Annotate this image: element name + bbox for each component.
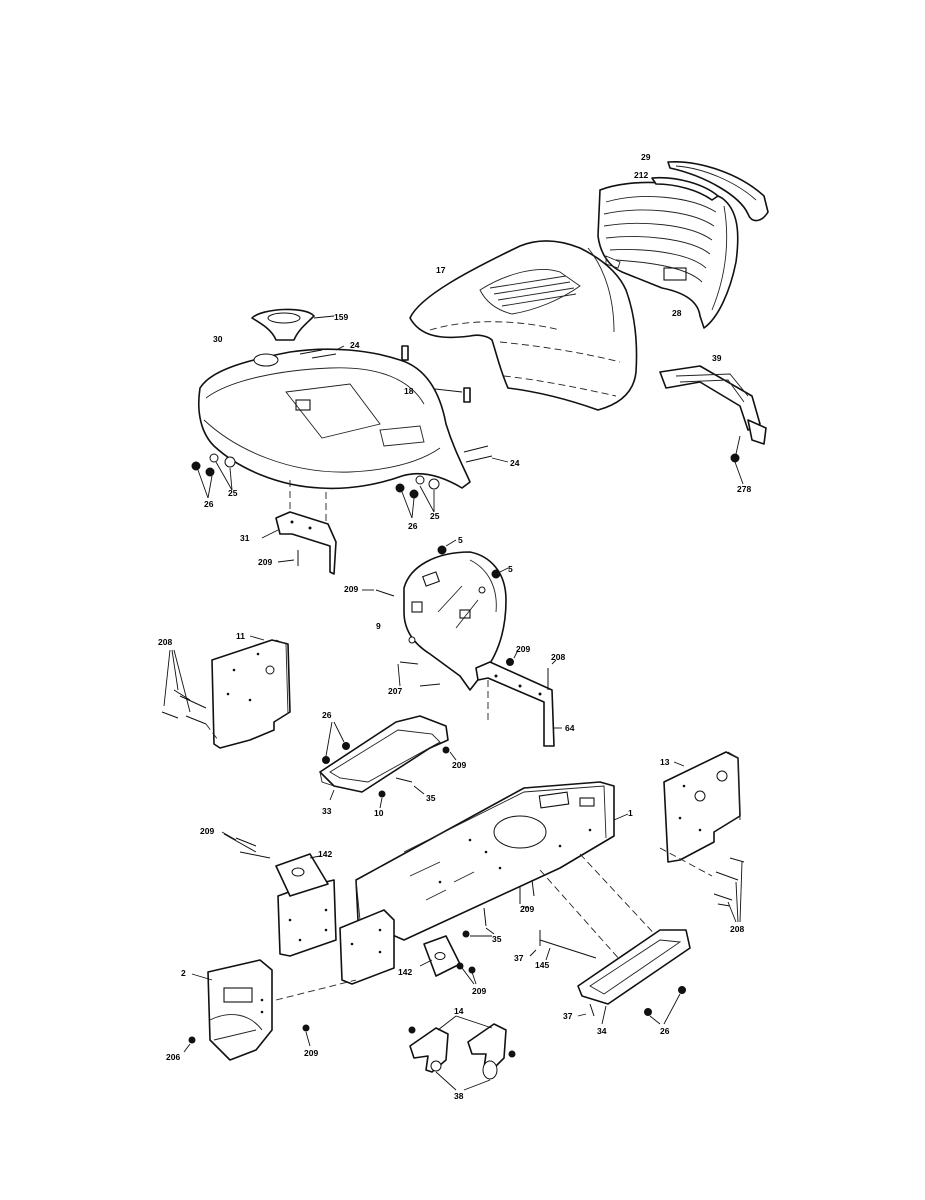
footrest-part-34	[577, 929, 691, 1025]
rod-145	[539, 939, 597, 961]
callout-34: 34	[597, 1026, 607, 1036]
side-panel-part-13	[663, 751, 741, 863]
callout-159: 159	[334, 312, 348, 322]
hardware-26-25-right	[395, 475, 440, 519]
callout-208-a: 208	[158, 637, 172, 647]
callout-1: 1	[628, 808, 633, 818]
bracket-part-64	[475, 661, 562, 747]
bolts-209-f	[519, 879, 535, 909]
callout-28: 28	[672, 308, 682, 318]
callout-64: 64	[565, 723, 575, 733]
callout-39: 39	[712, 353, 722, 363]
callout-labels: 29 212 17 28 159 24 30 18 39 24 278 26 2…	[158, 152, 751, 1101]
nut-209-c	[506, 649, 519, 666]
bolts-209-g	[456, 962, 477, 985]
bolt-209-h	[302, 1024, 311, 1047]
callout-25-b: 25	[430, 511, 440, 521]
callout-142-b: 142	[398, 967, 412, 977]
brackets-part-14-38	[408, 1015, 516, 1091]
callout-35-a: 35	[426, 793, 436, 803]
dash-support-part-9	[403, 551, 507, 691]
nut-5-b	[491, 567, 509, 579]
callout-35-b: 35	[492, 934, 502, 944]
hood-part-17	[409, 240, 638, 411]
callout-11: 11	[236, 631, 245, 641]
hood-grille-part-28	[597, 181, 739, 329]
callout-207: 207	[388, 686, 402, 696]
lens-part-29	[667, 161, 769, 222]
bracket-part-31	[261, 511, 337, 575]
callout-17: 17	[436, 265, 446, 275]
callout-26-b: 26	[408, 521, 418, 531]
bolts-35-b	[462, 907, 495, 938]
side-panel-part-11	[211, 635, 291, 749]
bolt-206	[183, 1036, 196, 1053]
callout-145: 145	[535, 960, 549, 970]
callout-13: 13	[660, 757, 670, 767]
callout-30: 30	[213, 334, 223, 344]
callout-209-d: 209	[452, 760, 466, 770]
callout-38: 38	[454, 1091, 464, 1101]
hardware-26-25-left	[191, 453, 236, 499]
bolts-208-c	[713, 857, 745, 923]
callout-208-c: 208	[730, 924, 744, 934]
callout-37-b: 37	[563, 1011, 573, 1021]
lens-part-212	[651, 176, 719, 201]
footrest-part-33	[319, 715, 457, 809]
callout-26-c: 26	[322, 710, 332, 720]
callout-209-g: 209	[472, 986, 486, 996]
bracket-part-39	[659, 365, 767, 445]
frame-part-1	[355, 781, 629, 941]
bolt-209-b	[362, 589, 395, 597]
callout-24-b: 24	[510, 458, 520, 468]
callout-10: 10	[374, 808, 384, 818]
callout-18: 18	[404, 386, 414, 396]
callout-5-b: 5	[508, 564, 513, 574]
fuel-cap-part-159	[251, 308, 335, 341]
bolt-208-b	[547, 659, 557, 690]
callout-25-a: 25	[228, 488, 238, 498]
callout-208-b: 208	[551, 652, 565, 662]
callout-31: 31	[240, 533, 250, 543]
bracket-part-142-b	[419, 935, 461, 977]
callout-142-a: 142	[318, 849, 332, 859]
callout-9: 9	[376, 621, 381, 631]
callout-2: 2	[181, 968, 186, 978]
callout-212: 212	[634, 170, 648, 180]
bracket-part-142-a	[275, 853, 329, 897]
callout-24-a: 24	[350, 340, 360, 350]
bolt-37-a	[529, 930, 541, 957]
callout-5-a: 5	[458, 535, 463, 545]
screws-24-right	[463, 445, 509, 463]
callout-33: 33	[322, 806, 332, 816]
callout-278: 278	[737, 484, 751, 494]
front-bracket-part-2	[191, 959, 273, 1061]
callout-209-a: 209	[258, 557, 272, 567]
callout-209-f: 209	[520, 904, 534, 914]
bolts-207	[397, 661, 441, 687]
callout-37-a: 37	[514, 953, 524, 963]
bolt-209-a	[277, 550, 299, 566]
callout-26-d: 26	[660, 1026, 670, 1036]
callout-26-a: 26	[204, 499, 214, 509]
callout-14: 14	[454, 1006, 464, 1016]
callout-209-b: 209	[344, 584, 358, 594]
callout-209-c: 209	[516, 644, 530, 654]
screws-24-top	[299, 345, 345, 359]
bolts-208-a	[161, 649, 207, 725]
callout-29: 29	[641, 152, 651, 162]
callout-206: 206	[166, 1052, 180, 1062]
bolt-278	[730, 435, 744, 485]
callout-209-h: 209	[304, 1048, 318, 1058]
frame-left-rail	[277, 879, 395, 985]
callout-209-e: 209	[200, 826, 214, 836]
nut-5-a	[437, 539, 457, 555]
bolts-209-e	[221, 831, 271, 859]
dash-panel-part-30	[197, 348, 471, 490]
